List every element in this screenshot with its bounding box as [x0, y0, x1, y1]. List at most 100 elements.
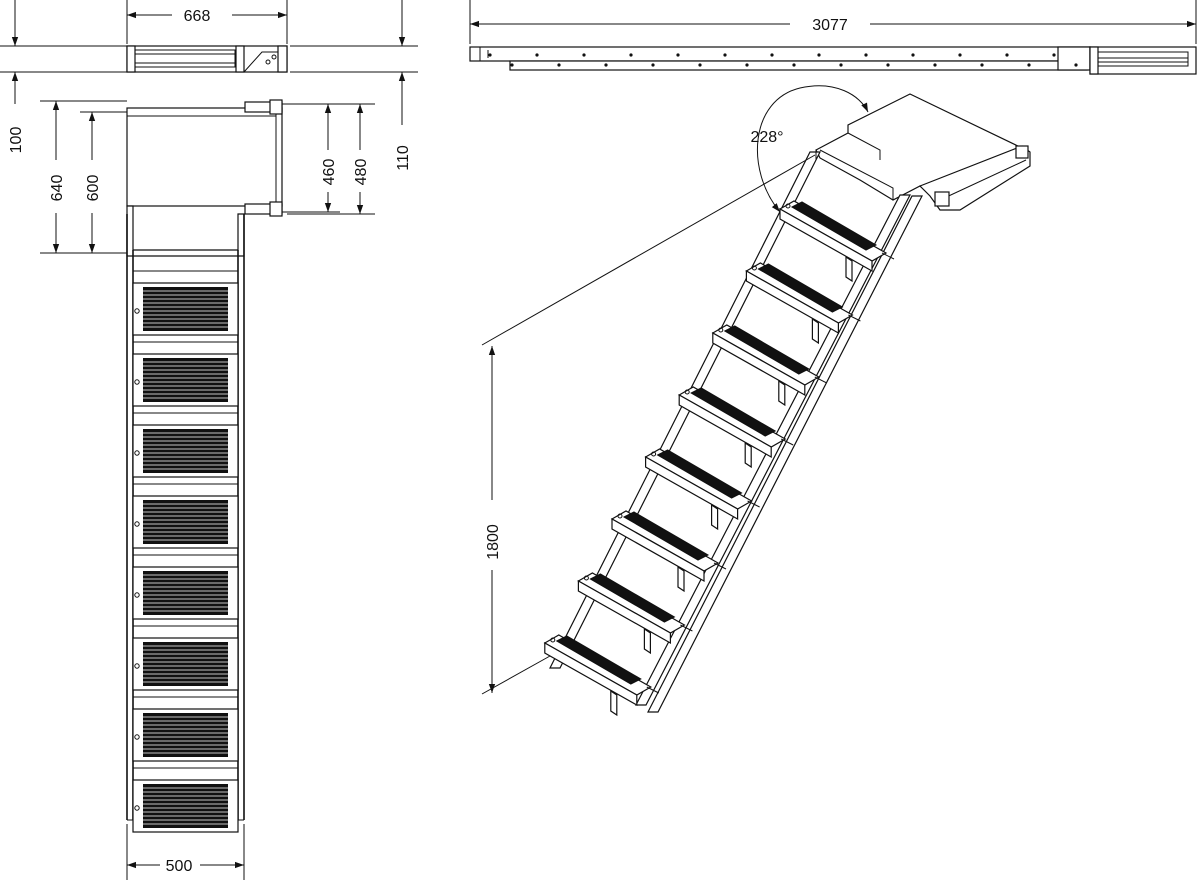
plan-tread [132, 412, 239, 478]
side-bolt [488, 53, 492, 57]
dimension-height: 1800 [481, 154, 816, 695]
iso-tread-bracket [811, 317, 820, 345]
plan-tread-bolt [134, 308, 140, 314]
iso-tread-bolt [651, 451, 657, 457]
iso-tread-nose [779, 207, 873, 273]
plan-tread-bolt [134, 450, 140, 456]
plan-treads [132, 270, 239, 833]
side-bolt [723, 53, 727, 57]
side-bolt [864, 53, 868, 57]
iso-tread-bracket [610, 689, 618, 717]
iso-tread [745, 262, 861, 345]
iso-tread-mat [757, 263, 844, 313]
iso-tread [543, 634, 660, 717]
plan-tread-bolt [134, 805, 140, 811]
isometric-view [543, 93, 1031, 717]
iso-tread-nose [644, 455, 739, 521]
plan-tread-mat [143, 713, 228, 757]
side-bolt [1027, 63, 1031, 67]
plan-tread-mat [143, 571, 228, 615]
iso-tread-rung [848, 314, 861, 322]
iso-tread-mat [589, 573, 676, 623]
side-bolt [535, 53, 539, 57]
dim-label-right-b: 480 [353, 159, 370, 186]
plan-tread-bolt [134, 379, 140, 385]
plan-tread-bolt [134, 592, 140, 598]
iso-tread-rung [814, 376, 828, 384]
side-bolt [1074, 63, 1078, 67]
side-bolt [770, 53, 774, 57]
iso-tread-bolt [684, 389, 690, 395]
iso-tread-rung [780, 438, 794, 446]
front-view [126, 45, 288, 73]
iso-tread-rung [680, 624, 693, 632]
side-bolt [629, 53, 633, 57]
iso-tread-nose [544, 641, 638, 707]
plan-tread [132, 554, 239, 620]
dimension-angle: 228° [750, 85, 869, 213]
plan-tread-bolt [134, 734, 140, 740]
iso-tread-bracket [643, 627, 652, 655]
dim-label-right-a: 460 [321, 159, 338, 186]
iso-tread-bolt [718, 327, 724, 333]
iso-tread [610, 510, 727, 593]
iso-tread-mat [555, 635, 642, 685]
dim-label-stair-width: 500 [166, 858, 193, 875]
iso-tread-bolt [617, 513, 623, 519]
side-bolt [980, 63, 984, 67]
plan-tread-bolt [134, 521, 140, 527]
side-bolt [839, 63, 843, 67]
iso-tread-rung [646, 686, 660, 694]
side-bolt [817, 53, 821, 57]
side-view [469, 46, 1197, 75]
plan-tread [132, 696, 239, 762]
side-bolt [911, 53, 915, 57]
dim-label-right-c: 110 [395, 145, 412, 171]
iso-tread [577, 572, 693, 655]
side-bolt [557, 63, 561, 67]
iso-tread-mat [723, 325, 810, 375]
plan-tread-mat [143, 500, 228, 544]
iso-tread-mat [622, 511, 710, 561]
dim-label-left-a: 100 [8, 127, 25, 154]
plan-tread [132, 625, 239, 691]
iso-tread-rung [713, 562, 727, 570]
side-bolt [676, 53, 680, 57]
iso-tread-mat [690, 387, 777, 437]
side-bolt [745, 63, 749, 67]
dimension-right-depths: 460 480 110 [287, 0, 418, 215]
dim-label-top-width: 668 [184, 8, 211, 25]
iso-tread [644, 448, 760, 531]
side-bolt [792, 63, 796, 67]
iso-tread-nose [745, 269, 840, 335]
dim-label-left-c: 600 [85, 175, 102, 202]
iso-tread-mat [656, 449, 743, 499]
iso-tread-bracket [744, 441, 752, 469]
plan-tread [132, 341, 239, 407]
plan-tread [132, 767, 239, 833]
iso-tread-bracket [677, 565, 685, 593]
side-bolt [651, 63, 655, 67]
side-bolt [1005, 53, 1009, 57]
iso-tread-bolt [583, 575, 589, 581]
iso-tread-rung [747, 500, 760, 508]
plan-tread-mat [143, 642, 228, 686]
side-bolt [510, 63, 514, 67]
iso-tread-bolt [751, 265, 757, 271]
dimension-stair-width: 500 [126, 824, 245, 880]
dim-label-left-b: 640 [49, 175, 66, 202]
iso-treads [543, 200, 895, 717]
side-bolt [933, 63, 937, 67]
iso-tread-bracket [710, 503, 719, 531]
plan-tread [132, 270, 239, 336]
side-bolts [488, 53, 1078, 67]
dim-label-angle: 228° [750, 129, 783, 146]
iso-tread-nose [577, 579, 672, 645]
side-bolt [604, 63, 608, 67]
dimension-left-depths: 100 640 600 [0, 0, 127, 254]
plan-view [126, 99, 287, 833]
side-bolt [886, 63, 890, 67]
dim-label-length: 3077 [812, 17, 848, 34]
iso-tread-bolt [550, 637, 556, 643]
